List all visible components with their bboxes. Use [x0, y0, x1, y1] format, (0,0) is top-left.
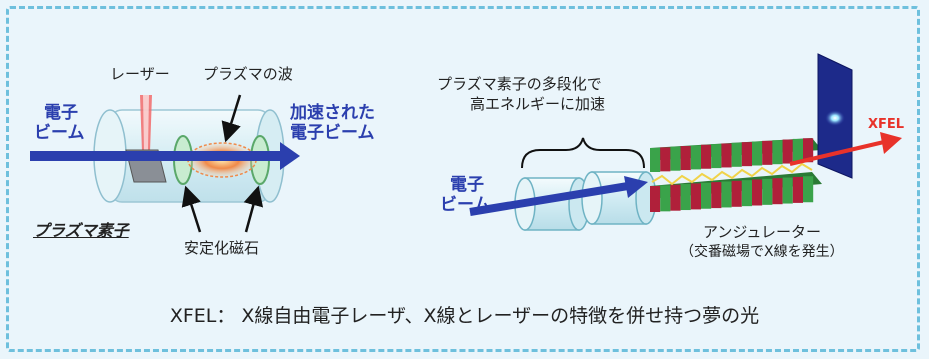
electron-beam-label-right-1: 電子	[450, 175, 484, 195]
undulator-magnet-top	[701, 144, 712, 169]
undulator-magnet-bottom	[690, 183, 701, 210]
undulator-magnet-top	[690, 145, 701, 170]
undulator-magnet-bottom	[721, 181, 732, 208]
caption: XFEL： X線自由電子レーザ、X線とレーザーの特徴を併せ持つ夢の光	[169, 305, 760, 327]
electron-beam-arrow-right	[469, 176, 648, 216]
undulator-magnet-top	[782, 139, 793, 164]
undulator-magnet-bottom	[752, 179, 763, 206]
undulator-magnet-top	[772, 140, 783, 165]
electron-beam-label-left-1: 電子	[44, 103, 78, 123]
undulator-magnet-top	[711, 144, 722, 169]
undulator-magnet-top	[650, 148, 661, 172]
undulator-note: （交番磁場でX線を発生）	[680, 244, 844, 260]
undulator-wiggle-path	[651, 162, 813, 186]
electron-beam-label-left-2: ビーム	[34, 123, 85, 143]
plasma-stage-2	[581, 171, 657, 225]
undulator-magnet-top	[670, 146, 681, 171]
multistage-label-1: プラズマ素子の多段化で	[437, 75, 602, 93]
detector-screen	[817, 53, 853, 179]
undulator-magnet-bottom	[792, 176, 803, 203]
undulator-magnet-bottom	[803, 176, 814, 203]
undulator-label: アンジュレーター	[703, 223, 822, 241]
undulator-magnet-bottom	[731, 180, 742, 207]
undulator-magnet-top	[680, 146, 691, 171]
undulator-magnet-bottom	[762, 178, 773, 205]
xfel-arrow	[789, 132, 902, 166]
xfel-label: XFEL	[868, 117, 905, 132]
undulator-magnet-bottom	[711, 182, 722, 209]
undulator-magnet-bottom	[670, 184, 681, 211]
undulator-magnet-top	[660, 147, 671, 172]
undulator-magnet-bottom	[650, 186, 661, 212]
undulator-magnet-top	[731, 142, 742, 167]
magnet-pointer-left	[181, 185, 202, 233]
undulator-magnet-top	[762, 140, 773, 165]
diagram-frame	[6, 6, 920, 352]
undulator-magnet-top	[752, 141, 763, 166]
plasma-element-label: プラズマ素子	[33, 221, 129, 240]
undulator-magnet-top	[721, 143, 732, 168]
undulator-magnet-bottom	[701, 182, 712, 209]
undulator-magnet-top	[741, 142, 752, 167]
undulator-magnet-bottom	[680, 184, 691, 211]
undulator-magnet-bottom	[660, 185, 671, 212]
undulator	[650, 138, 822, 212]
undulator-magnet-bottom	[741, 180, 752, 207]
plasma-wave-label: プラズマの波	[203, 65, 293, 83]
stabilizing-magnet-label: 安定化磁石	[184, 239, 260, 257]
plasma-wave-pointer	[221, 94, 242, 143]
laser-beam	[140, 95, 152, 152]
undulator-magnet-bottom	[772, 178, 783, 205]
electron-beam-arrow-left	[30, 142, 300, 170]
undulator-magnet-top	[792, 138, 803, 163]
accelerated-label-1: 加速された	[290, 103, 375, 123]
accelerated-label-2: 電子ビーム	[290, 123, 375, 143]
laser-label: レーザー	[110, 65, 170, 83]
magnet-pointer-right	[243, 185, 264, 233]
undulator-magnet-bottom	[782, 177, 793, 204]
multistage-label-2: 高エネルギーに加速	[470, 95, 606, 113]
electron-beam-label-right-2: ビーム	[440, 195, 491, 215]
undulator-magnet-top	[803, 138, 814, 163]
stage-brace	[521, 137, 645, 169]
